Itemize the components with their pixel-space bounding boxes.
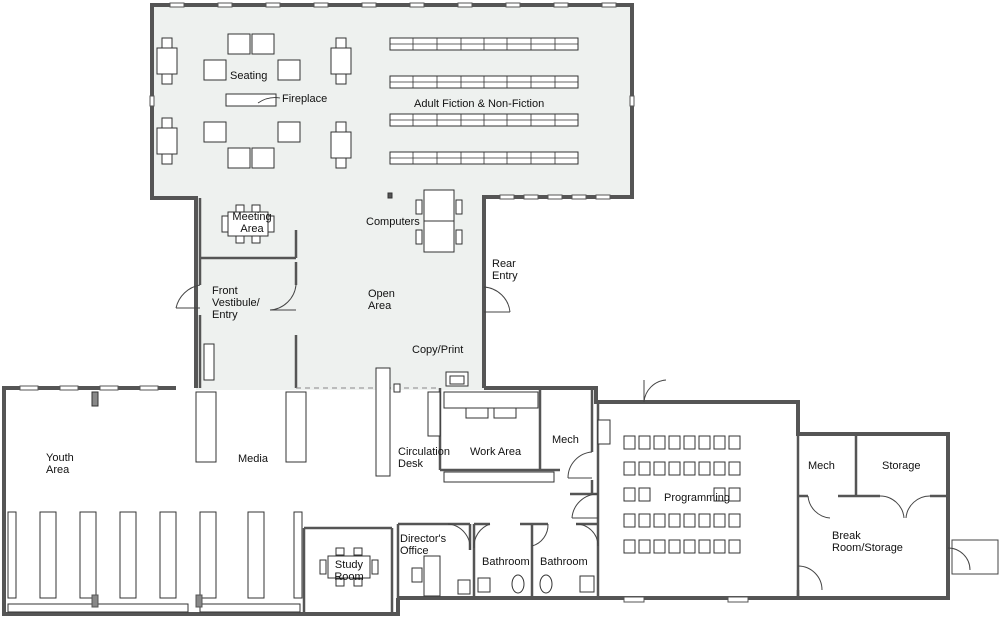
window-mark	[523, 194, 539, 200]
label-meeting-area: Meeting Area	[232, 211, 272, 235]
window-mark	[19, 385, 39, 391]
label-fireplace: Fireplace	[282, 93, 328, 105]
label-rear-entry: Rear Entry	[492, 258, 518, 282]
label-study-room: Study Room	[334, 559, 364, 583]
programming-chair	[698, 539, 711, 554]
programming-chair	[698, 435, 711, 450]
programming-chair	[713, 513, 726, 528]
seating-furniture	[156, 33, 352, 169]
label-bathroom-2: Bathroom	[540, 556, 588, 568]
label-seating: Seating	[230, 70, 268, 82]
window-mark	[629, 95, 635, 107]
programming-chair	[668, 435, 681, 450]
window-mark	[99, 385, 119, 391]
window-mark	[553, 2, 569, 8]
label-computers: Computers	[366, 216, 420, 228]
label-adult-fiction: Adult Fiction & Non-Fiction	[414, 98, 545, 110]
label-mech-1: Mech	[552, 434, 579, 446]
programming-chair	[668, 539, 681, 554]
window-mark	[409, 2, 425, 8]
window-mark	[547, 194, 563, 200]
programming-chair	[638, 461, 651, 476]
window-mark	[457, 2, 473, 8]
shelf-dividers	[390, 38, 578, 164]
window-mark	[139, 385, 159, 391]
bathroom-fixtures	[477, 574, 595, 594]
label-circulation-desk: Circulation Desk	[398, 446, 450, 470]
programming-chair	[653, 461, 666, 476]
circulation-desk	[375, 367, 441, 477]
programming-chair	[683, 513, 696, 528]
label-directors-office: Director's Office	[400, 533, 447, 557]
label-youth-area: Youth Area	[46, 452, 74, 476]
label-copy-print: Copy/Print	[412, 344, 464, 356]
programming-chair	[623, 487, 636, 502]
programming-chair	[698, 513, 711, 528]
programming-chair	[668, 461, 681, 476]
window-mark	[59, 385, 79, 391]
copier	[445, 371, 469, 387]
work-area-counter	[443, 391, 555, 483]
programming-chair	[638, 513, 651, 528]
programming-chair	[683, 435, 696, 450]
window-mark	[361, 2, 377, 8]
programming-chair	[623, 539, 636, 554]
programming-chair	[713, 461, 726, 476]
window-mark	[149, 95, 155, 107]
label-mech-2: Mech	[808, 460, 835, 472]
programming-chair	[728, 539, 741, 554]
programming-chair	[713, 487, 726, 502]
mech-panel	[597, 419, 611, 445]
computer-stations	[387, 189, 463, 253]
programming-chair	[713, 435, 726, 450]
window-mark	[571, 194, 587, 200]
programming-chair	[638, 539, 651, 554]
programming-chair	[623, 513, 636, 528]
programming-chair	[698, 461, 711, 476]
programming-chair	[728, 435, 741, 450]
youth-media-shelves	[7, 391, 307, 613]
programming-chair	[713, 539, 726, 554]
window-ticks	[19, 2, 635, 391]
office-desk	[411, 555, 471, 597]
exterior-markers	[91, 594, 749, 608]
window-mark	[265, 2, 281, 8]
interior-walls	[198, 198, 948, 614]
window-mark	[313, 2, 329, 8]
programming-chair	[728, 487, 741, 502]
fireplace-leader	[257, 97, 281, 104]
programming-chair	[653, 539, 666, 554]
programming-chair	[623, 435, 636, 450]
door-swings	[175, 284, 999, 591]
programming-chair	[668, 513, 681, 528]
programming-chair	[638, 435, 651, 450]
label-break-room: Break Room/Storage	[832, 530, 903, 554]
programming-chair	[623, 461, 636, 476]
programming-chair	[728, 513, 741, 528]
label-open-area: Open Area	[368, 288, 395, 312]
programming-chair	[728, 461, 741, 476]
window-mark	[217, 2, 233, 8]
window-mark	[169, 2, 185, 8]
programming-seating	[623, 435, 741, 554]
programming-chair	[683, 539, 696, 554]
meeting-table	[221, 204, 275, 244]
programming-chair	[653, 513, 666, 528]
vestibule-bench	[203, 343, 215, 381]
window-mark	[595, 194, 611, 200]
programming-chair	[638, 487, 651, 502]
label-storage: Storage	[882, 460, 921, 472]
window-mark	[601, 2, 617, 8]
programming-chair	[683, 461, 696, 476]
study-table	[319, 547, 379, 587]
window-mark	[499, 194, 515, 200]
label-bathroom-1: Bathroom	[482, 556, 530, 568]
label-programming: Programming	[664, 492, 731, 504]
window-mark	[505, 2, 521, 8]
label-front-vestibule: Front Vestibule/ Entry	[212, 285, 260, 321]
label-media: Media	[238, 453, 268, 465]
label-work-area: Work Area	[470, 446, 522, 458]
programming-chair	[653, 435, 666, 450]
